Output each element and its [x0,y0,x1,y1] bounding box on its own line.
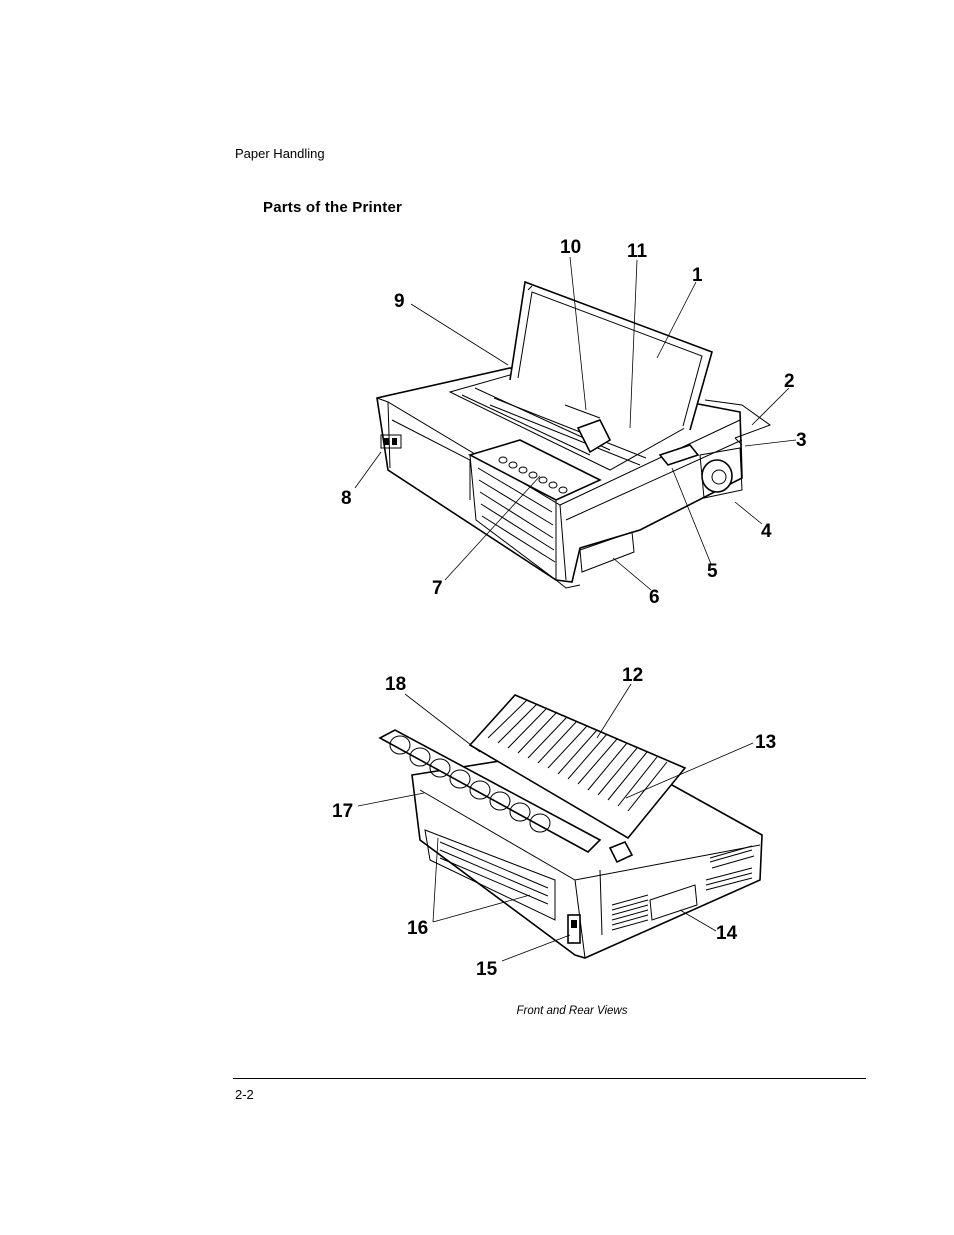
rear-leader-lines [357,683,754,962]
callout-6: 6 [649,587,660,608]
callout-9: 9 [394,291,405,312]
callout-2: 2 [784,371,795,392]
page-number: 2-2 [235,1087,254,1102]
printer-front-view [376,280,772,589]
running-header: Paper Handling [235,146,325,161]
callout-3: 3 [796,430,807,451]
figure-caption: Front and Rear Views [516,1005,628,1017]
front-leader-lines [354,256,797,591]
section-title: Parts of the Printer [263,199,403,216]
callout-1: 1 [692,265,703,286]
callout-13: 13 [755,732,776,753]
callout-15: 15 [476,959,498,980]
callout-16: 16 [407,918,428,939]
callout-8: 8 [341,488,352,509]
rear-callouts: 12 13 14 15 16 17 18 [332,665,776,980]
callout-5: 5 [707,561,718,582]
callout-12: 12 [622,665,643,686]
callout-10: 10 [560,237,581,258]
printer-rear-view [378,694,763,959]
callout-14: 14 [716,923,738,944]
callout-17: 17 [332,801,353,822]
callout-7: 7 [432,578,443,599]
callout-18: 18 [385,674,406,695]
footer-rule [233,1078,866,1079]
callout-11: 11 [627,241,648,262]
front-callouts: 1 2 3 4 5 6 7 8 9 10 11 [341,237,807,608]
callout-4: 4 [761,521,772,542]
